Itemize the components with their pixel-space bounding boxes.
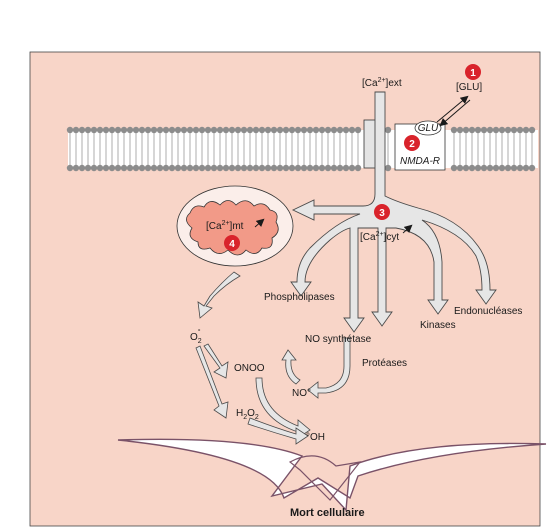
- endonucleases-label: Endonucléases: [454, 306, 522, 317]
- plasma-membrane: [66, 126, 538, 172]
- phospholipases-label: Phospholipases: [264, 292, 335, 303]
- svg-text:2: 2: [409, 139, 415, 150]
- proteases-label: Protéases: [362, 358, 407, 369]
- step-marker-3: 3: [374, 204, 390, 220]
- svg-text:1: 1: [470, 68, 476, 79]
- step-marker-2: 2: [404, 135, 420, 151]
- nmda-label: NMDA-R: [400, 156, 440, 167]
- outcome-arrowhead: [288, 455, 362, 501]
- outcome-label: Mort cellulaire: [290, 507, 365, 519]
- kinases-label: Kinases: [420, 320, 456, 331]
- nitric-oxide-label: NO°: [292, 388, 311, 399]
- ca-ext-label: [Ca2+]ext: [362, 77, 402, 89]
- ca-cyt-rise-arrow: [402, 224, 413, 234]
- h2o2-to-oh-arrow: [247, 417, 309, 445]
- mito-to-superoxide-arrow: [197, 271, 241, 319]
- superoxide-to-h2o2-arrow: [195, 345, 229, 419]
- svg-text:3: 3: [379, 208, 385, 219]
- svg-text:4: 4: [229, 239, 235, 250]
- glu-release-arrow: [439, 99, 471, 127]
- step-marker-4: 4: [224, 235, 240, 251]
- ion-channel: [363, 119, 377, 169]
- mitochondrion: [186, 200, 279, 256]
- no-to-onoo-arrow: [281, 349, 301, 385]
- superoxide-to-onoo-arrow: [203, 343, 229, 379]
- hydrogen-peroxide-label: H2O2: [236, 408, 259, 421]
- ca-cyt-label: [Ca2+]cyt: [360, 231, 399, 243]
- cell-death-arrow: [117, 438, 547, 512]
- nos-to-no-arrow: [307, 337, 351, 399]
- ca-mt-label: [Ca2+]mt: [206, 220, 244, 232]
- glu-receptor-label: GLU: [418, 123, 439, 134]
- calcium-pathway-tree: [290, 91, 497, 333]
- glu-concentration-label: [GLU]: [456, 82, 482, 93]
- superoxide-label: O2°: [190, 328, 202, 345]
- step-marker-1: 1: [465, 64, 481, 80]
- no-synthetase-label: NO synthétase: [305, 334, 372, 345]
- peroxynitrite-label: ONOO: [234, 363, 265, 374]
- hydroxyl-radical-label: °OH: [306, 432, 325, 443]
- glu-binding-arrow: [436, 95, 469, 123]
- ca-mt-rise-arrow: [254, 218, 265, 228]
- nmda-receptor: GLU NMDA-R: [394, 120, 446, 171]
